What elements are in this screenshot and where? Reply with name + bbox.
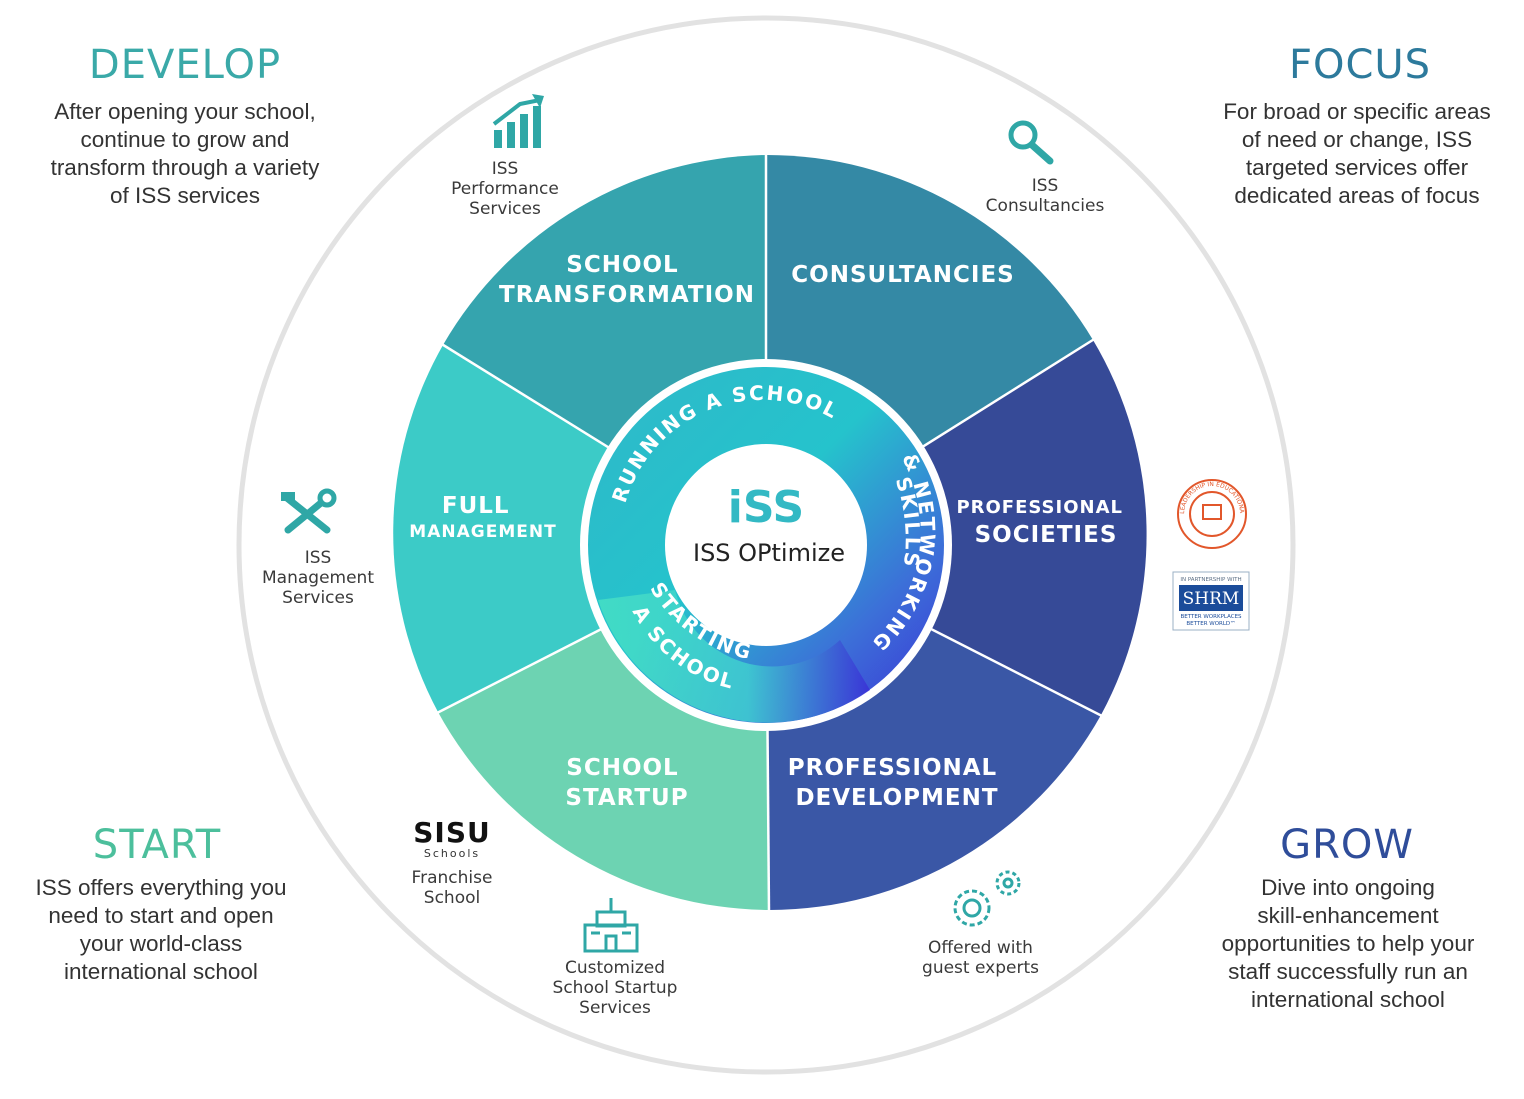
franchise-school-label: Franchise School (372, 868, 532, 908)
develop-title: DEVELOP (88, 42, 282, 88)
svg-text:BETTER WORLD™: BETTER WORLD™ (1186, 620, 1235, 627)
growth-chart-icon (492, 94, 544, 148)
svg-text:SISU: SISU (413, 816, 491, 849)
label-line: ISS (491, 159, 519, 179)
svg-text:BETTER WORKPLACES: BETTER WORKPLACES (1180, 614, 1242, 620)
center-circle (665, 444, 867, 646)
label-line: Services (282, 588, 354, 608)
iss-logo: iSS (728, 482, 804, 533)
grow-description: Dive into ongoing skill-enhancement oppo… (1187, 874, 1509, 1014)
label-professional-societies: PROFESSIONAL SOCIETIES (956, 497, 1129, 548)
label-line: Offered with (928, 938, 1033, 958)
develop-line: transform through a variety (50, 155, 320, 180)
label-line: Customized (564, 958, 666, 978)
svg-text:IN PARTNERSHIP WITH: IN PARTNERSHIP WITH (1180, 577, 1241, 583)
startup-services-label: Customized School Startup Services (520, 958, 710, 1018)
grow-line: staff successfully run an (1228, 959, 1468, 984)
magnifier-icon (1008, 120, 1054, 165)
focus-line: of need or change, ISS (1241, 127, 1473, 152)
gears-icon (953, 870, 1021, 927)
management-services-label: ISS Management Services (233, 548, 403, 608)
shrm-badge: IN PARTNERSHIP WITH SHRM BETTER WORKPLAC… (1172, 571, 1250, 631)
consultancies-label: ISS Consultancies (960, 176, 1130, 216)
start-line: ISS offers everything you (35, 875, 287, 900)
grow-title: GROW (1280, 822, 1414, 868)
tools-icon (281, 488, 337, 534)
svg-text:Schools: Schools (424, 847, 480, 860)
label-full-management: FULL MANAGEMENT (409, 493, 556, 542)
focus-line: targeted services offer (1245, 155, 1469, 180)
outer-ring (236, 15, 1296, 1075)
develop-line: After opening your school, (54, 99, 316, 124)
svg-text:SHRM: SHRM (1183, 589, 1240, 609)
label-consultancies: CONSULTANCIES (791, 262, 1014, 288)
start-description: ISS offers everything you need to start … (0, 874, 322, 986)
label-line: Services (469, 199, 541, 219)
label-line: Performance (451, 179, 559, 199)
performance-services-label: ISS Performance Services (420, 159, 590, 219)
label-line: guest experts (922, 958, 1039, 978)
grow-line: Dive into ongoing (1261, 875, 1435, 900)
segment-full-management[interactable] (393, 345, 766, 712)
label-school-transformation: SCHOOL TRANSFORMATION (499, 252, 755, 308)
label-line: School (423, 888, 481, 908)
label-line: School Startup (552, 978, 678, 998)
inner-ring-start-band (598, 590, 870, 723)
start-title: START (92, 822, 222, 868)
guest-experts-label: Offered with guest experts (893, 938, 1068, 978)
label-school-startup: SCHOOL STARTUP (565, 755, 688, 811)
center-title: ISS OPtimize (693, 539, 845, 567)
label-line: Consultancies (985, 196, 1105, 216)
school-building-icon (583, 898, 639, 953)
focus-line: For broad or specific areas (1223, 99, 1491, 124)
focus-title: FOCUS (1288, 42, 1432, 88)
grow-line: skill-enhancement (1257, 903, 1439, 928)
sisu-logo: SISU Schools (413, 816, 491, 860)
label-line: Management (262, 568, 374, 588)
start-line: international school (64, 959, 258, 984)
label-professional-development: PROFESSIONAL DEVELOPMENT (788, 755, 1006, 811)
svg-text:iSS: iSS (728, 482, 804, 533)
label-line: ISS (1031, 176, 1059, 196)
focus-line: dedicated areas of focus (1234, 183, 1480, 208)
focus-description: For broad or specific areas of need or c… (1197, 98, 1517, 210)
label-line: Franchise (411, 868, 493, 888)
label-line: Services (579, 998, 651, 1018)
grow-line: opportunities to help your (1221, 931, 1475, 956)
label-line: ISS (304, 548, 332, 568)
develop-line: continue to grow and (80, 127, 290, 152)
start-line: need to start and open (48, 903, 274, 928)
develop-line: of ISS services (109, 183, 261, 208)
start-line: your world-class (79, 931, 243, 956)
develop-description: After opening your school, continue to g… (25, 98, 345, 210)
grow-line: international school (1251, 987, 1445, 1012)
segment-professional-societies[interactable] (766, 340, 1147, 715)
